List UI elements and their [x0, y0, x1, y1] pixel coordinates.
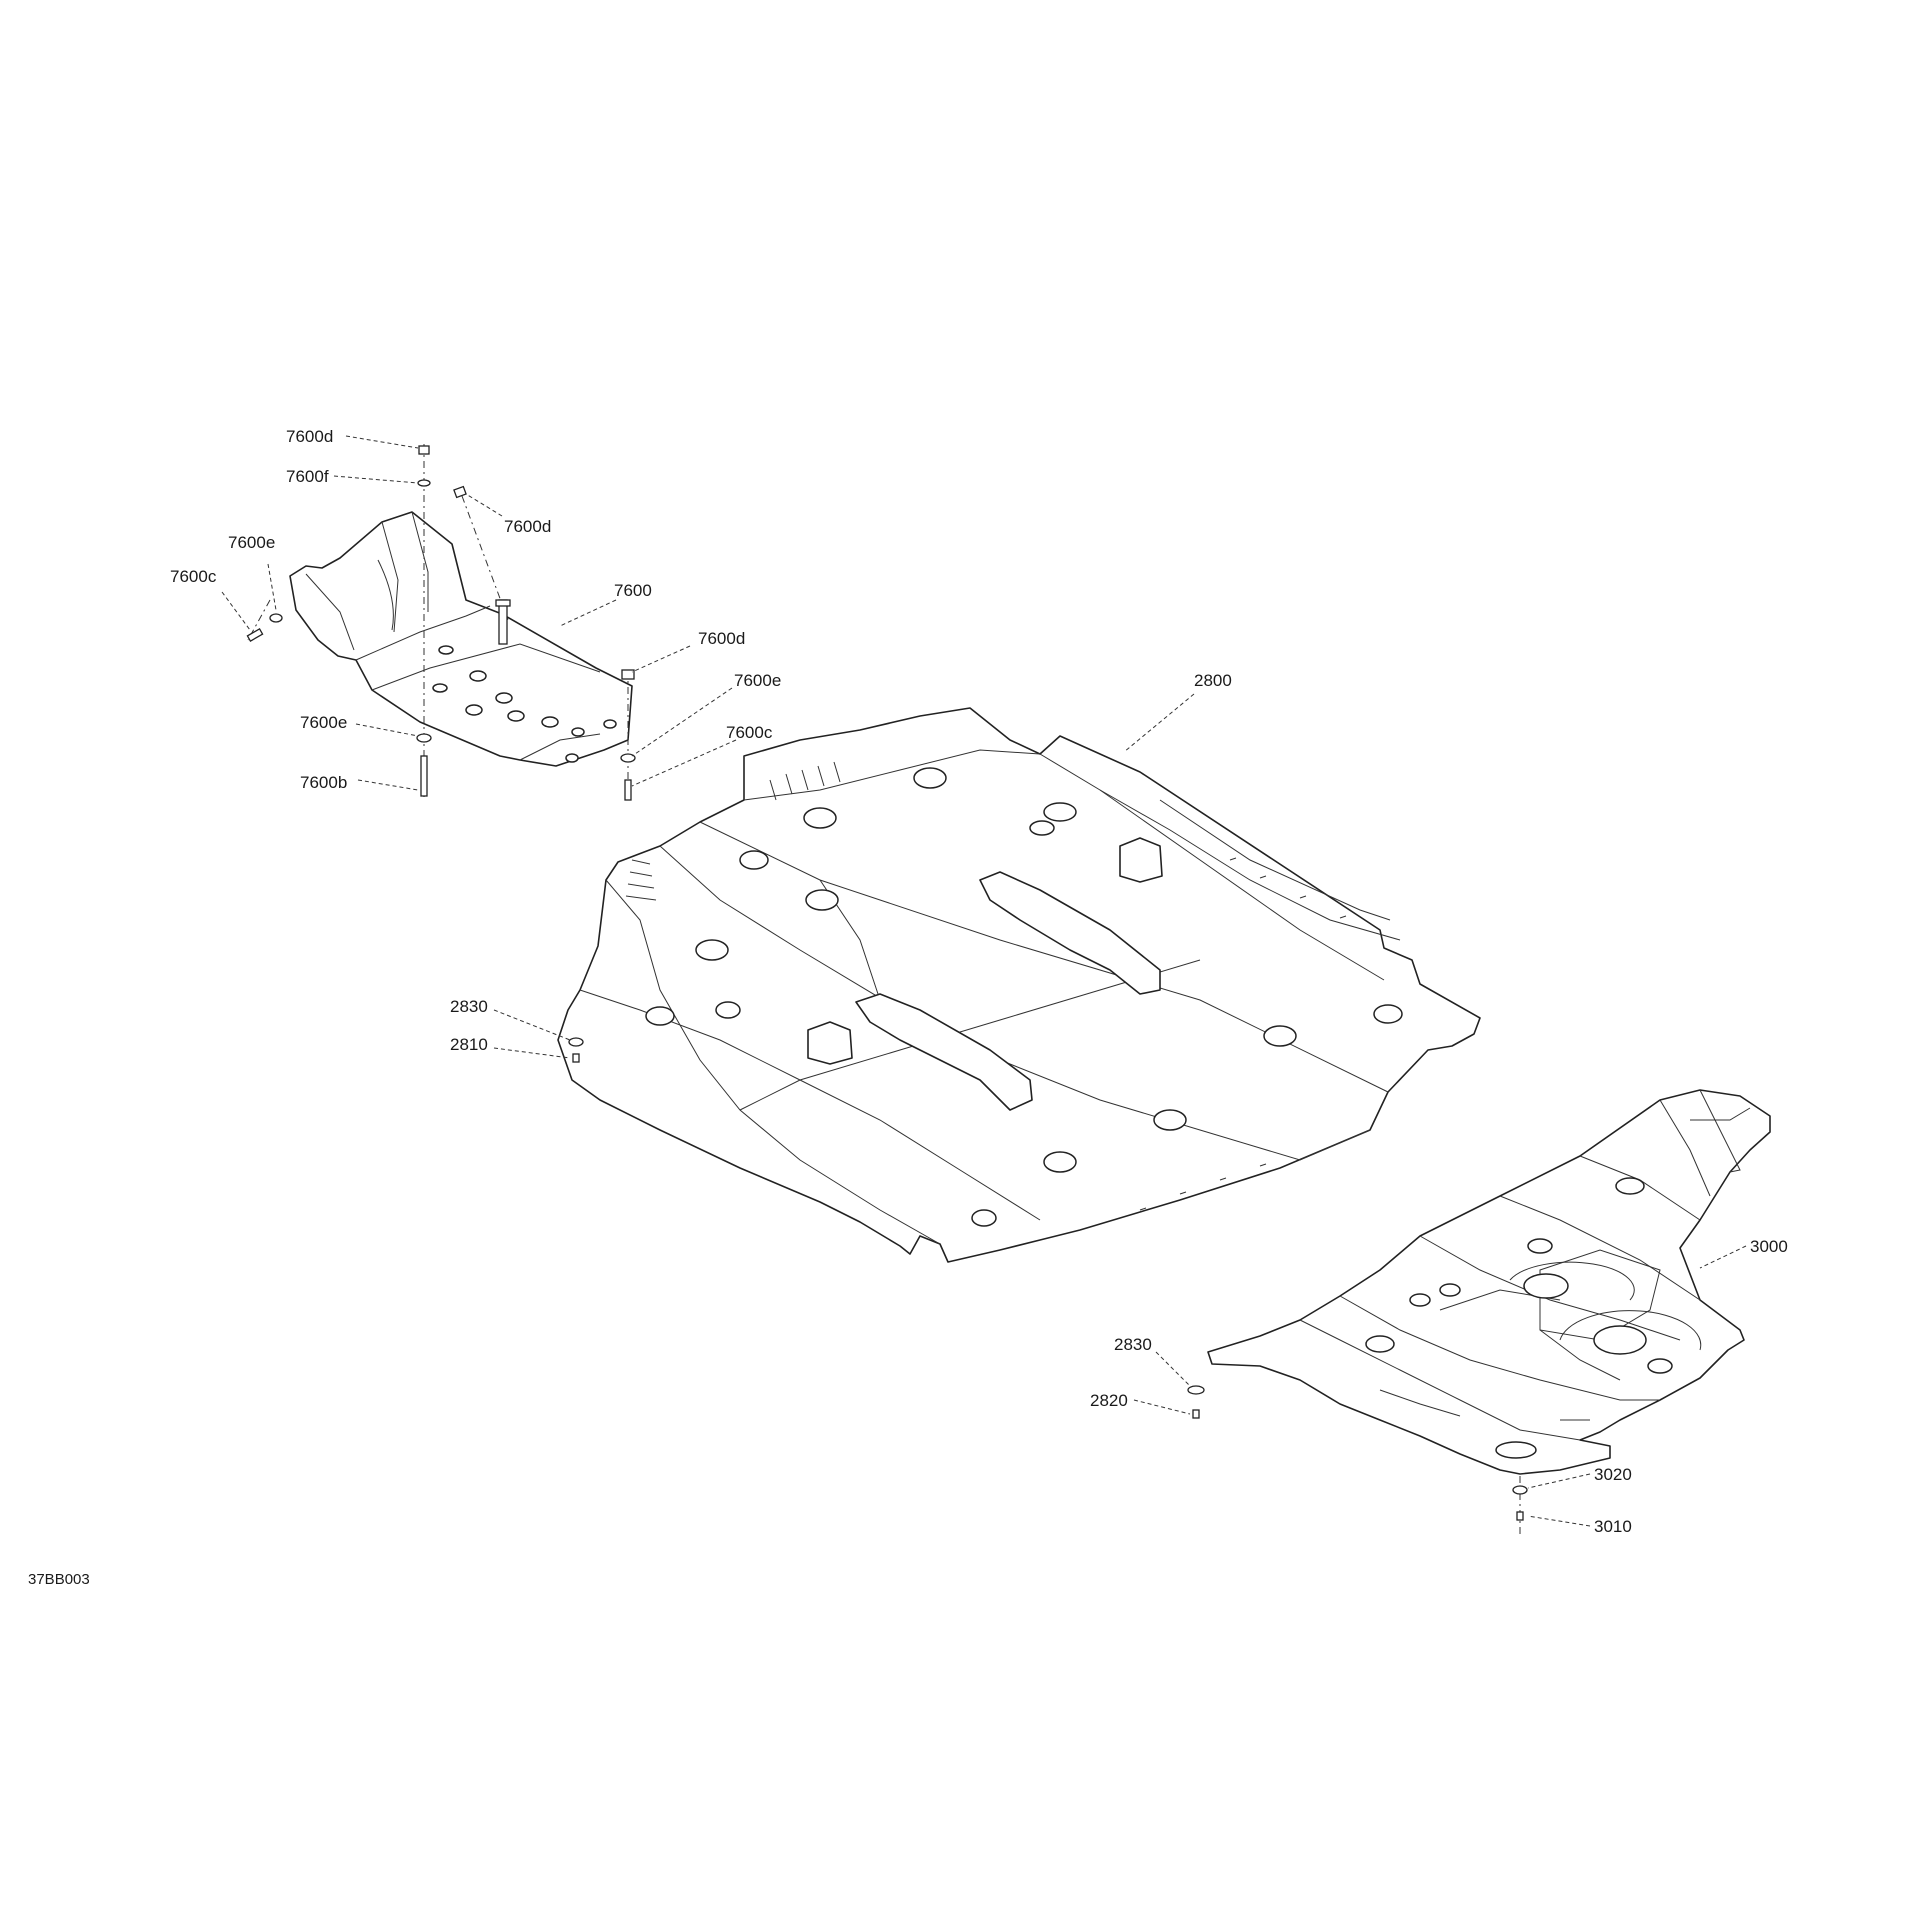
skid-plate-hole: [541, 716, 559, 728]
washer-7600e: [416, 733, 432, 743]
rear-access-hole: [1523, 1273, 1569, 1299]
nut-7600d: [453, 485, 467, 499]
skid-plate-hole: [465, 704, 483, 716]
drain-hole: [913, 767, 947, 789]
drain-hole: [1153, 1109, 1187, 1131]
drain-hole: [1365, 1335, 1395, 1353]
callout-2830-right: 2830: [1114, 1335, 1152, 1354]
washer-3020: [1512, 1485, 1528, 1495]
bolt-7600c: [624, 779, 632, 801]
main-skid-plate-2800: [557, 707, 1481, 1263]
nut-7600d: [418, 445, 430, 455]
rear-skid-plate-3000: [1207, 1089, 1771, 1475]
front-skid-hardware: [246, 444, 636, 801]
skid-plate-hole: [565, 753, 579, 763]
drain-hole: [1647, 1358, 1673, 1374]
rear-slot: [1495, 1441, 1537, 1459]
drain-hole: [803, 807, 837, 829]
drain-hole: [1439, 1283, 1461, 1297]
drain-hole: [1043, 1151, 1077, 1173]
skid-plate-hole: [469, 670, 487, 682]
rear-skid-hardware: [1187, 1385, 1528, 1536]
washer-2830: [568, 1037, 584, 1047]
washer-7600f: [417, 479, 431, 487]
skid-plate-hole: [495, 692, 513, 704]
washer-7600e: [620, 753, 636, 763]
callout-labels: 7600d 7600f 7600d 7600e 7600c 7600 7600d…: [170, 427, 1788, 1536]
callout-7600c-right: 7600c: [726, 723, 773, 742]
drain-hole: [715, 1001, 741, 1019]
drain-hole: [695, 939, 729, 961]
bolt-7600b: [420, 755, 428, 797]
drain-hole: [739, 850, 769, 870]
drain-hole: [1527, 1238, 1553, 1254]
washer-7600e: [269, 613, 283, 623]
center-rib-rear: [979, 871, 1161, 995]
callout-7600e-right: 7600e: [734, 671, 781, 690]
center-rib-front: [855, 993, 1033, 1111]
callout-2800: 2800: [1194, 671, 1232, 690]
callout-7600d-mid: 7600d: [504, 517, 551, 536]
drain-hole: [1263, 1025, 1297, 1047]
callout-7600d-top: 7600d: [286, 427, 333, 446]
bolt-head: [495, 599, 511, 607]
callout-2820: 2820: [1090, 1391, 1128, 1410]
callout-3000: 3000: [1750, 1237, 1788, 1256]
main-skid-hardware: [568, 1037, 584, 1063]
callout-7600e-low: 7600e: [300, 713, 347, 732]
callout-7600d-right: 7600d: [698, 629, 745, 648]
callout-7600b: 7600b: [300, 773, 347, 792]
bolt-7600c: [246, 628, 264, 642]
callout-7600e-left: 7600e: [228, 533, 275, 552]
callout-2830-left: 2830: [450, 997, 488, 1016]
washer-2830: [1187, 1385, 1205, 1395]
drain-hole: [1615, 1177, 1645, 1195]
skid-plate-hole: [432, 683, 448, 693]
front-skid-plate-7600: [289, 511, 633, 767]
callout-7600f: 7600f: [286, 467, 329, 486]
skid-plate-hole: [438, 645, 454, 655]
leader-lines: [221, 435, 1747, 1527]
callout-3020: 3020: [1594, 1465, 1632, 1484]
skid-plate-hole: [507, 710, 525, 722]
mount-post: [1119, 837, 1163, 883]
drain-hole: [645, 1006, 675, 1026]
skid-plate-hole: [571, 727, 585, 737]
nut-7600d: [621, 669, 635, 680]
drain-hole: [1043, 802, 1077, 822]
bolt-3010: [1516, 1511, 1524, 1521]
callout-2810: 2810: [450, 1035, 488, 1054]
drain-hole: [1373, 1004, 1403, 1024]
callout-7600c-left: 7600c: [170, 567, 217, 586]
figure-id: 37BB003: [28, 1571, 90, 1588]
drain-hole: [805, 889, 839, 911]
bolt-2820: [1192, 1409, 1200, 1419]
callout-3010: 3010: [1594, 1517, 1632, 1536]
mount-post: [807, 1021, 853, 1065]
callout-7600: 7600: [614, 581, 652, 600]
skid-plate-hole: [603, 719, 617, 729]
drain-hole: [971, 1209, 997, 1227]
bolt-2810: [572, 1053, 580, 1063]
rear-access-hole: [1593, 1325, 1647, 1355]
drain-hole: [1409, 1293, 1431, 1307]
drain-hole: [1029, 820, 1055, 836]
